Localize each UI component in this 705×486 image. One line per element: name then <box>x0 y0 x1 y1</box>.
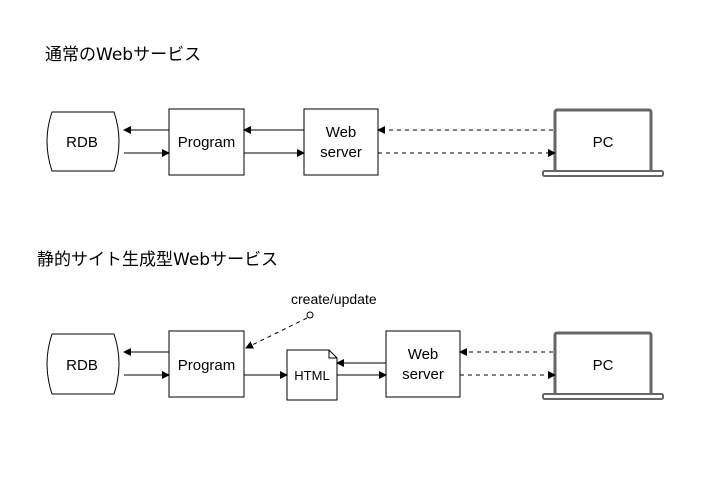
rdb-node: RDB <box>46 111 120 172</box>
database-icon <box>46 111 120 172</box>
program-label: Program <box>178 134 236 151</box>
section-title: 静的サイト生成型Webサービス <box>37 250 278 270</box>
html-label: HTML <box>294 368 329 383</box>
document-fold <box>328 350 337 359</box>
laptop-icon <box>542 108 664 177</box>
create-update-note: create/update <box>245 291 377 349</box>
web-server-label-line2: server <box>320 144 362 161</box>
note-anchor-dot <box>306 311 314 319</box>
web-server-label-line1: Web <box>326 124 357 141</box>
database-icon <box>46 333 120 395</box>
document-icon <box>286 349 338 401</box>
web-server-node: Web server <box>385 330 461 398</box>
program-node: Program <box>168 330 245 398</box>
section-normal-web-service: 通常のWebサービス RDB Program Web server PC <box>45 45 664 177</box>
rdb-label: RDB <box>66 357 98 374</box>
web-server-node: Web server <box>303 108 379 176</box>
note-pointer-arrow <box>245 317 308 349</box>
pc-node: PC <box>542 108 664 177</box>
pc-node: PC <box>542 331 664 400</box>
pc-label: PC <box>593 357 614 374</box>
html-node: HTML <box>286 349 338 401</box>
laptop-icon <box>542 331 664 400</box>
create-update-label: create/update <box>291 291 377 307</box>
web-server-label-line2: server <box>402 366 444 383</box>
pc-label: PC <box>593 134 614 151</box>
web-server-box <box>385 330 461 398</box>
program-label: Program <box>178 357 236 374</box>
web-server-box <box>303 108 379 176</box>
web-server-label-line1: Web <box>408 346 439 363</box>
program-node: Program <box>168 108 245 176</box>
section-static-site-web-service: 静的サイト生成型Webサービス RDB Program HTML Web ser… <box>37 250 664 401</box>
program-box <box>168 330 245 398</box>
rdb-label: RDB <box>66 134 98 151</box>
program-box <box>168 108 245 176</box>
rdb-node: RDB <box>46 333 120 395</box>
section-title: 通常のWebサービス <box>45 45 201 65</box>
